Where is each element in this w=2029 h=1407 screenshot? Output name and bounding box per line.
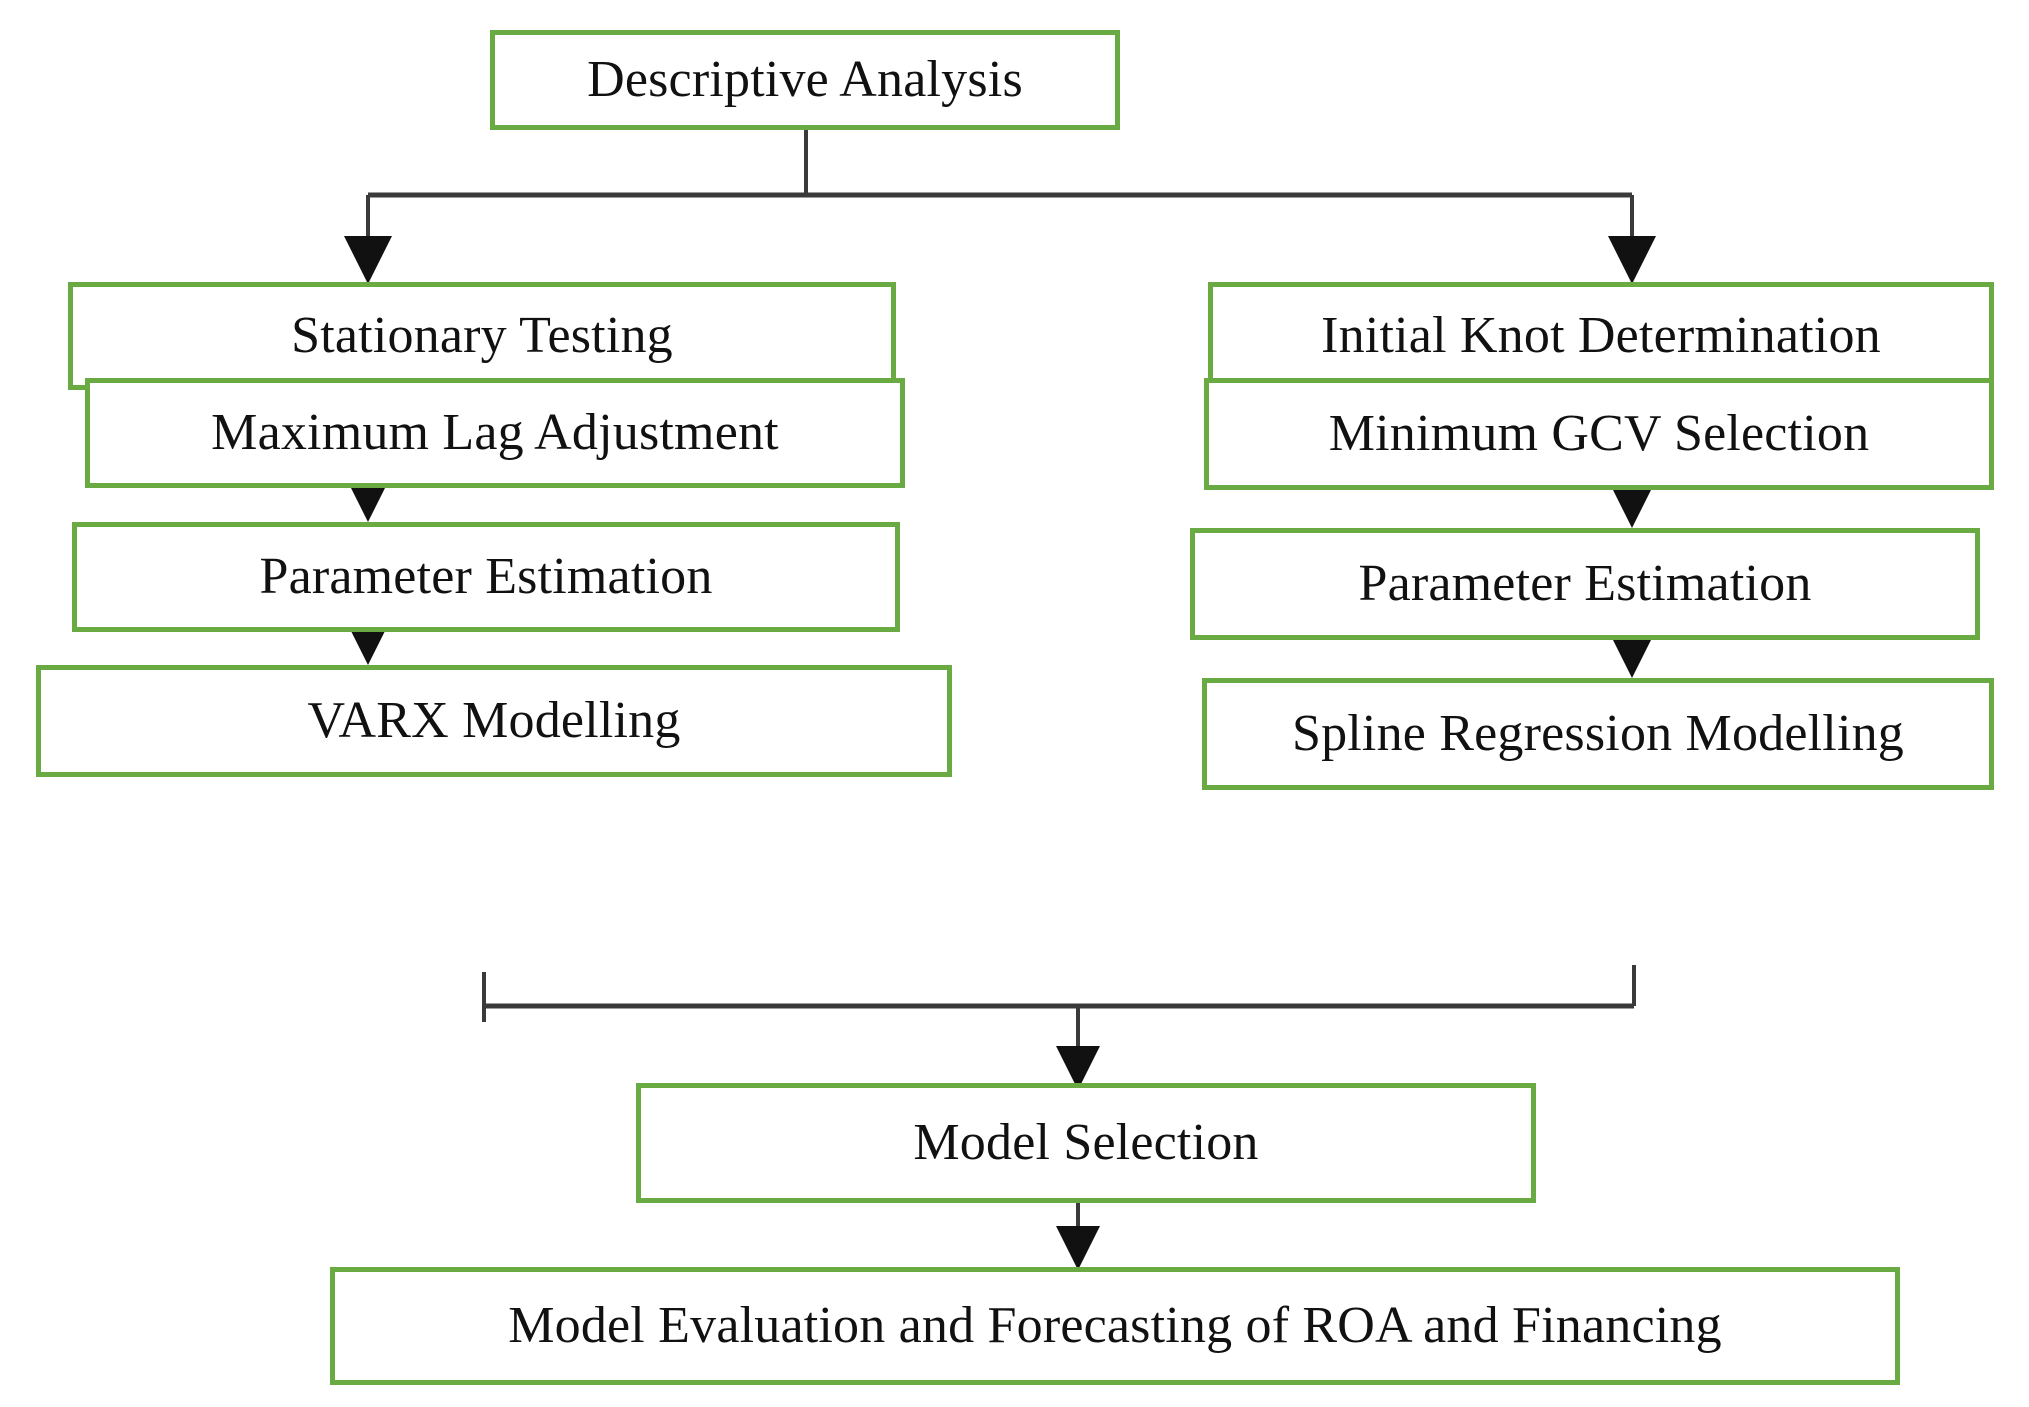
node-label-parameter-estimation-right: Parameter Estimation <box>1358 555 1812 613</box>
arrowhead-to-spline <box>1612 638 1652 678</box>
arrowhead-to-initial-knot <box>1608 236 1656 284</box>
arrowhead-to-stationary-testing <box>344 236 392 284</box>
node-varx-modelling[interactable]: VARX Modelling <box>36 665 952 777</box>
node-label-maximum-lag-adjustment: Maximum Lag Adjustment <box>211 404 779 462</box>
arrowhead-to-paramest-left <box>348 482 388 522</box>
node-model-evaluation[interactable]: Model Evaluation and Forecasting of ROA … <box>330 1267 1900 1385</box>
node-label-spline-regression-modelling: Spline Regression Modelling <box>1291 705 1905 763</box>
arrowhead-to-paramest-right <box>1612 488 1652 528</box>
node-label-minimum-gcv-selection: Minimum GCV Selection <box>1328 405 1870 463</box>
node-label-varx-modelling: VARX Modelling <box>307 692 681 750</box>
node-descriptive-analysis[interactable]: Descriptive Analysis <box>490 30 1120 130</box>
node-initial-knot-determination[interactable]: Initial Knot Determination <box>1208 282 1994 390</box>
node-maximum-lag-adjustment[interactable]: Maximum Lag Adjustment <box>85 378 905 488</box>
node-label-stationary-testing: Stationary Testing <box>291 307 673 365</box>
node-label-parameter-estimation-left: Parameter Estimation <box>259 548 713 606</box>
node-parameter-estimation-left[interactable]: Parameter Estimation <box>72 522 900 632</box>
node-label-descriptive-analysis: Descriptive Analysis <box>587 51 1023 109</box>
node-stationary-testing[interactable]: Stationary Testing <box>68 282 896 390</box>
node-parameter-estimation-right[interactable]: Parameter Estimation <box>1190 528 1980 640</box>
node-minimum-gcv-selection[interactable]: Minimum GCV Selection <box>1204 378 1994 490</box>
arrowhead-to-model-evaluation <box>1056 1226 1100 1270</box>
node-label-model-evaluation: Model Evaluation and Forecasting of ROA … <box>508 1297 1722 1355</box>
node-spline-regression-modelling[interactable]: Spline Regression Modelling <box>1202 678 1994 790</box>
node-model-selection[interactable]: Model Selection <box>636 1083 1536 1203</box>
node-label-model-selection: Model Selection <box>913 1114 1259 1172</box>
node-label-initial-knot-determination: Initial Knot Determination <box>1321 307 1881 365</box>
